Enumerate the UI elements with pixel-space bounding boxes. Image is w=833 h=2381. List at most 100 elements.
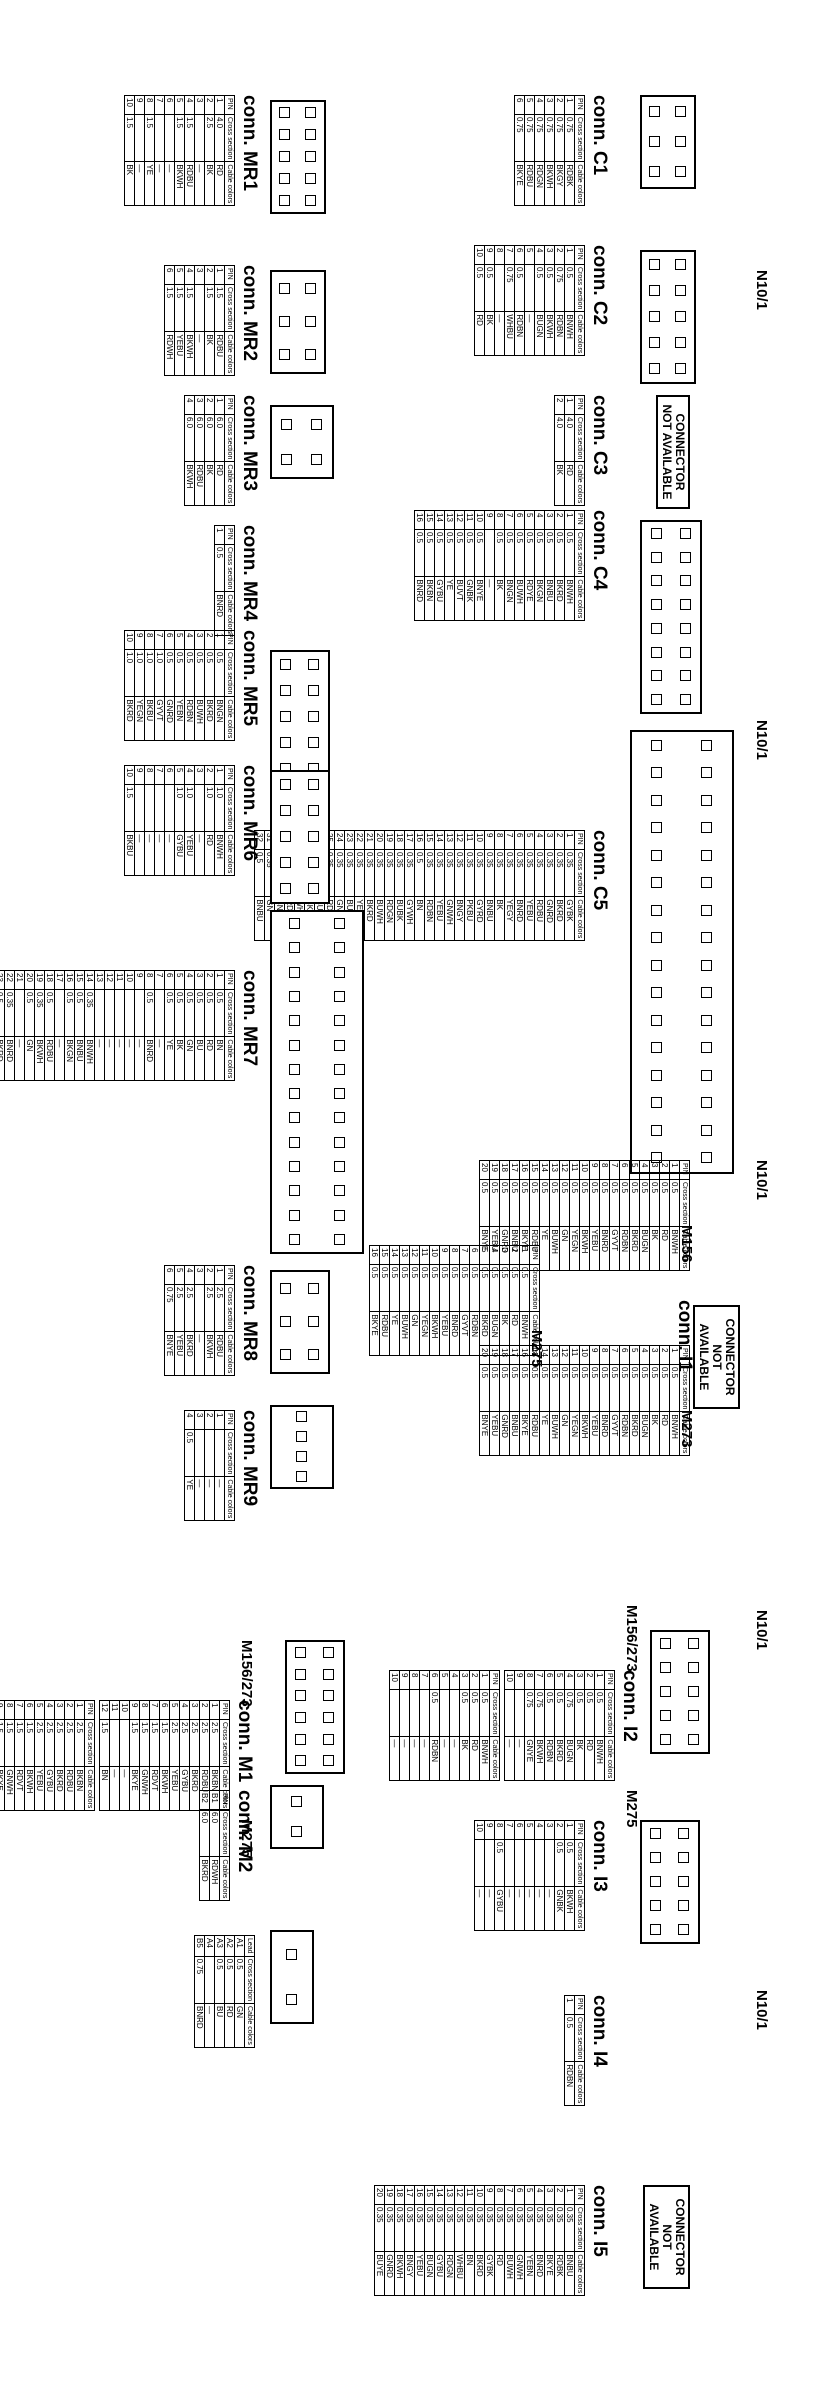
pin-cell: 4	[534, 830, 545, 850]
cable-color-cell: YEBU	[589, 1411, 600, 1456]
cable-color-cell: BNRD	[449, 1311, 460, 1356]
cable-color-cell: —	[164, 831, 175, 876]
pin-cell: 4	[184, 95, 195, 115]
connector-housing-mr2	[270, 270, 326, 374]
cable-color-cell: —	[409, 1736, 420, 1781]
cross-section-cell: 0.5	[214, 1956, 225, 2004]
cross-section-header: Cross section	[224, 114, 235, 162]
pin-cell: 12	[409, 1245, 420, 1265]
cross-section-cell: 0.5	[494, 1839, 505, 1887]
pin-header: PIN	[219, 1790, 230, 1810]
pin-cavity	[280, 883, 291, 894]
pin-cell: 9	[129, 1700, 140, 1720]
pin-cell: 5	[524, 1820, 535, 1840]
cross-section-cell: 0.5	[469, 1689, 480, 1737]
cable-color-cell: GYBK	[484, 2251, 495, 2296]
table-row: 6—	[164, 765, 175, 876]
cable-color-cell: GN	[234, 2003, 245, 2048]
pin-cell: 4	[534, 510, 545, 530]
pin-header: PIN	[489, 1670, 500, 1690]
pin-cell: 10	[474, 245, 485, 265]
connector-title-mr3: conn. MR3	[239, 395, 260, 492]
cable-color-cell: —	[484, 576, 495, 621]
pin-cell: 12	[559, 1160, 570, 1180]
pin-cavity	[295, 1711, 306, 1723]
pin-cell: 2	[554, 245, 565, 265]
pin-cell: 11	[569, 1345, 580, 1365]
pin-cavity	[279, 316, 290, 327]
cross-section-cell: 1.5	[204, 284, 215, 332]
pin-header: PIN	[574, 95, 585, 115]
pin-cell: 5	[524, 830, 535, 850]
cross-section-cell	[214, 1429, 225, 1477]
cable-color-cell: GYBU	[44, 1766, 55, 1811]
cross-section-cell: 0.35	[4, 989, 15, 1037]
pin-cell: 23	[344, 830, 355, 850]
cross-section-cell	[484, 529, 495, 577]
cable-color-cell: GYBU	[494, 1886, 505, 1931]
pin-cell: 6	[514, 510, 525, 530]
pin-header: PIN	[224, 525, 235, 545]
pin-cavity	[288, 1063, 300, 1075]
cross-section-header: Cross section	[604, 1689, 615, 1737]
cable-color-cell: —	[54, 1036, 65, 1081]
pin-cell: 5	[174, 1265, 185, 1285]
pin-cell: 1	[74, 1700, 85, 1720]
cross-section-cell: 0.5	[429, 1264, 440, 1312]
pin-cell: 4	[489, 1245, 500, 1265]
pin-cell: 4	[639, 1345, 650, 1365]
cable-color-cell: RD	[214, 461, 225, 506]
pin-cavity	[649, 337, 660, 348]
table-row: 9—	[514, 1670, 525, 1781]
pin-cell: 4	[184, 1410, 195, 1430]
cable-color-cell: GN	[24, 1036, 35, 1081]
cross-section-cell: 1.5	[124, 784, 135, 832]
cross-section-cell: 1.5	[214, 284, 225, 332]
cable-color-cell: BUYE	[374, 2251, 385, 2296]
cross-section-cell: 1.5	[4, 1719, 15, 1767]
pin-cell: 1	[564, 395, 575, 415]
cable-color-cell: —	[134, 161, 145, 206]
cross-section-cell: 0.5	[184, 989, 195, 1037]
pin-cell: 18	[44, 970, 55, 990]
cable-color-cell: GYVT	[609, 1411, 620, 1456]
pin-cell: 14	[539, 1160, 550, 1180]
table-row: 6—	[164, 95, 175, 206]
table-row: 8—	[144, 765, 155, 876]
cross-section-cell: 0.5	[459, 1264, 470, 1312]
pin-cavity	[333, 1015, 345, 1027]
cable-color-cell: RD	[494, 2251, 505, 2296]
cable-color-cell: —	[109, 1766, 120, 1811]
cable-color-cell: BKRD	[0, 1036, 5, 1081]
cross-section-cell: 2.5	[204, 114, 215, 162]
pin-cell: 16	[414, 2185, 425, 2205]
pin-cavity	[649, 259, 660, 270]
pin-cell: 5	[174, 970, 185, 990]
cross-section-cell: 0.5	[479, 1179, 490, 1227]
pin-cavity	[333, 1039, 345, 1051]
cross-section-cell: 1.0	[144, 649, 155, 697]
pin-cell: 8	[599, 1345, 610, 1365]
pin-cell: 6	[619, 1160, 630, 1180]
